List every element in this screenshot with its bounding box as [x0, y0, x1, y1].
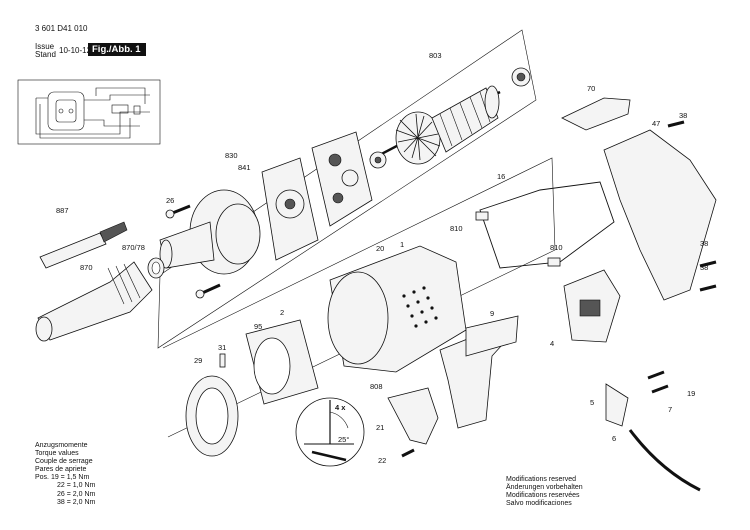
modifications-line: Modifications reserved — [506, 476, 577, 483]
label-9: 9 — [490, 309, 494, 318]
modifications-line: Änderungen vorbehalten — [506, 484, 583, 492]
label-841: 841 — [238, 163, 251, 172]
issue-date: 10-10-12 — [59, 46, 92, 55]
label-830: 830 — [225, 151, 238, 160]
label-1: 1 — [400, 240, 404, 249]
torque-line: Couple de serrage — [35, 458, 93, 466]
screw-38-top — [667, 120, 685, 128]
label-16: 16 — [497, 172, 505, 181]
torque-line: Torque values — [35, 450, 79, 458]
label-26: 26 — [166, 196, 174, 205]
label-808: 808 — [370, 382, 383, 391]
pin-31 — [219, 353, 226, 368]
label-7: 7 — [668, 405, 672, 414]
label-810-left: 810 — [450, 224, 463, 233]
label-38-bottom: 38 — [700, 263, 708, 272]
torque-line: 22 = 1,0 Nm — [57, 482, 96, 490]
label-6: 6 — [612, 434, 616, 443]
label-2: 2 — [280, 308, 284, 317]
label-887: 887 — [56, 206, 69, 215]
label-31: 31 — [218, 343, 226, 352]
label-5: 5 — [590, 398, 594, 407]
stand-label: Stand — [35, 50, 56, 59]
part-labels: 1 2 4 5 6 7 9 16 19 20 21 22 26 29 31 38… — [56, 51, 708, 465]
label-870-78: 870/78 — [122, 243, 145, 252]
angle-detail — [295, 397, 365, 467]
modifications-note: Modifications reserved Änderungen vorbeh… — [506, 476, 583, 508]
label-870: 870 — [80, 263, 93, 272]
cord-clamp-screws — [647, 370, 669, 394]
torque-line: 26 = 2,0 Nm — [57, 490, 96, 498]
torque-line: Anzugsmomente — [35, 442, 88, 449]
label-angle: 25° — [338, 435, 349, 444]
modifications-line: Modifications reservées — [506, 492, 580, 500]
torque-line: Pares de apriete — [35, 466, 87, 474]
label-21: 21 — [376, 423, 384, 432]
label-810-right: 810 — [550, 243, 563, 252]
wiring-schematic — [17, 79, 161, 145]
label-47: 47 — [652, 119, 660, 128]
screw-22 — [401, 448, 415, 458]
label-29: 29 — [194, 356, 202, 365]
switch — [563, 269, 621, 343]
label-38-top: 38 — [679, 111, 687, 120]
label-4: 4 — [550, 339, 554, 348]
screw-26 — [165, 204, 191, 219]
housing-half — [603, 129, 717, 301]
label-95: 95 — [254, 322, 262, 331]
label-20: 20 — [376, 244, 384, 253]
torque-line: Pos. 19 = 1,5 Nm — [35, 474, 90, 482]
belt-clip — [561, 97, 631, 131]
label-38-middle: 38 — [700, 239, 708, 248]
connector-plate — [465, 315, 519, 357]
field-coil — [245, 319, 319, 405]
bit-holder — [39, 221, 128, 269]
figure-label: Fig./Abb. 1 — [88, 43, 146, 56]
torque-table: Anzugsmomente Torque values Couple de se… — [35, 442, 95, 507]
label-22: 22 — [378, 456, 386, 465]
label-803: 803 — [429, 51, 442, 60]
issue-label: Issue — [35, 42, 55, 51]
document-number: 3 601 D41 010 — [35, 24, 88, 33]
trigger — [387, 387, 439, 445]
gearbox-plate — [261, 131, 373, 261]
torque-line: 38 = 2,0 Nm — [57, 498, 96, 506]
armature — [369, 67, 531, 169]
screw-38-bottom — [699, 284, 717, 292]
screw-lower — [195, 283, 221, 299]
clutch-housing — [159, 189, 261, 275]
modifications-line: Salvo modificaciones — [506, 500, 572, 508]
retaining-ring — [147, 257, 165, 279]
label-19: 19 — [687, 389, 695, 398]
power-cord — [605, 383, 701, 492]
depth-locator — [35, 261, 153, 342]
end-ring — [185, 375, 239, 457]
label-4x: 4 x — [335, 403, 346, 412]
screw-38-middle — [699, 260, 717, 268]
label-70: 70 — [587, 84, 595, 93]
